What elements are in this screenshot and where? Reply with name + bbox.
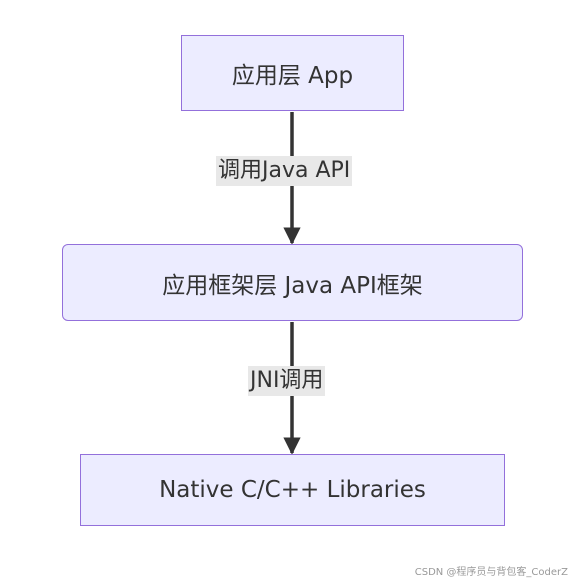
node-native-libraries: Native C/C++ Libraries — [80, 454, 505, 526]
edge-label-call-java-api: 调用Java API — [216, 156, 353, 186]
edge-label-jni-call: JNI调用 — [248, 366, 326, 396]
node-framework-layer: 应用框架层 Java API框架 — [62, 244, 523, 321]
watermark: CSDN @程序员与背包客_CoderZ — [414, 567, 568, 578]
node-label: 应用层 App — [231, 63, 354, 89]
node-label: Native C/C++ Libraries — [159, 477, 426, 503]
node-label: 应用框架层 Java API框架 — [162, 272, 423, 299]
node-application-layer: 应用层 App — [181, 35, 404, 111]
